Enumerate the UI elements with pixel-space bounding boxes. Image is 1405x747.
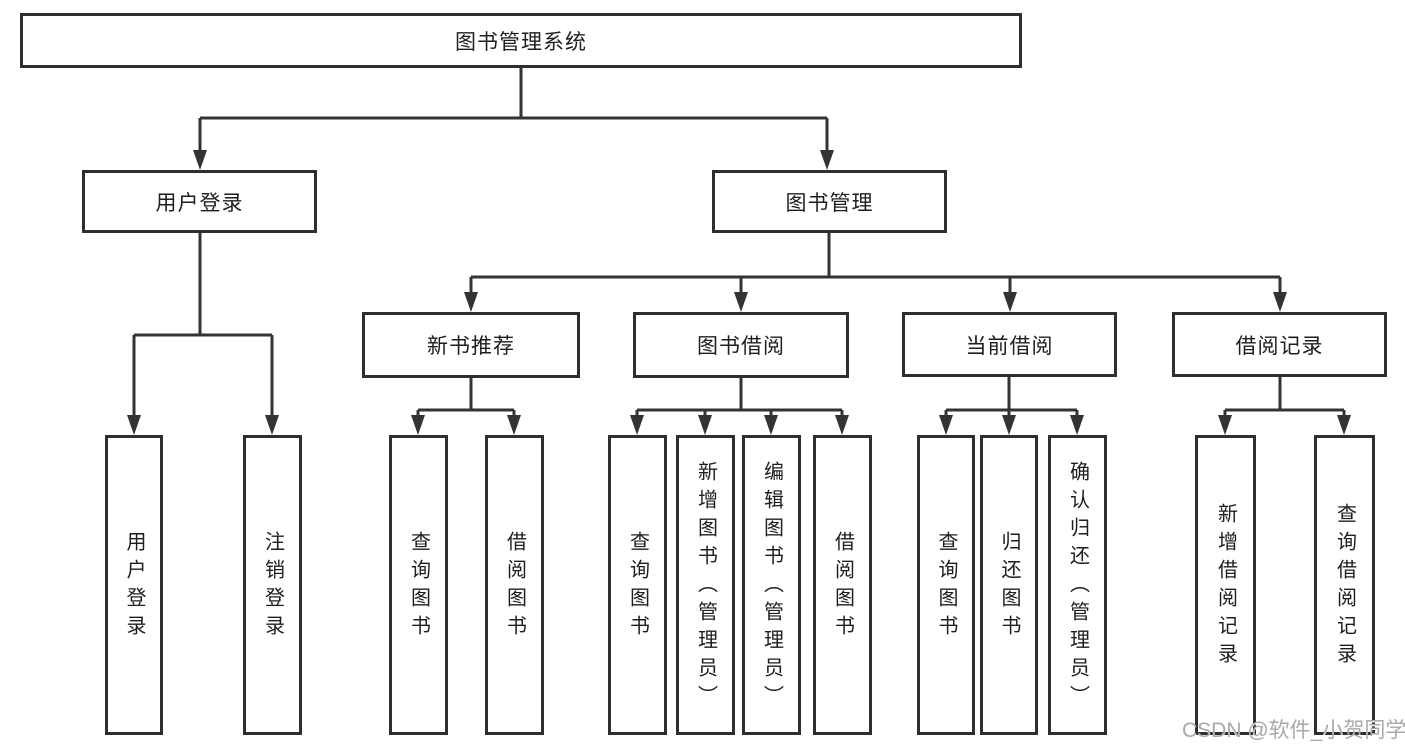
node-user-login: 用户登录 [82, 170, 317, 233]
leaf-borrow-edit-admin: 编辑图书（管理员） [742, 435, 801, 735]
leaf-records-query: 查询借阅记录 [1314, 435, 1375, 735]
arrowheads [127, 150, 1351, 435]
leaf-user-login: 用户登录 [105, 435, 163, 735]
leaf-current-confirm-admin: 确认归还（管理员） [1048, 435, 1107, 735]
node-root: 图书管理系统 [20, 13, 1022, 68]
leaf-records-add: 新增借阅记录 [1195, 435, 1256, 735]
leaf-logout: 注销登录 [243, 435, 302, 735]
leaf-current-query: 查询图书 [917, 435, 975, 735]
node-book-management: 图书管理 [712, 170, 947, 233]
node-current-borrow: 当前借阅 [902, 312, 1117, 377]
node-new-book-recommend: 新书推荐 [362, 312, 580, 378]
leaf-newbook-borrow: 借阅图书 [485, 435, 544, 735]
node-book-borrow: 图书借阅 [633, 312, 849, 378]
node-borrow-records: 借阅记录 [1172, 312, 1387, 377]
leaf-borrow-add-admin: 新增图书（管理员） [676, 435, 735, 735]
leaf-newbook-query: 查询图书 [389, 435, 448, 735]
csdn-watermark: CSDN @软件_小贺同学 [1182, 719, 1405, 742]
leaf-borrow-query: 查询图书 [608, 435, 667, 735]
leaf-borrow-borrow: 借阅图书 [813, 435, 872, 735]
leaf-current-return: 归还图书 [980, 435, 1038, 735]
